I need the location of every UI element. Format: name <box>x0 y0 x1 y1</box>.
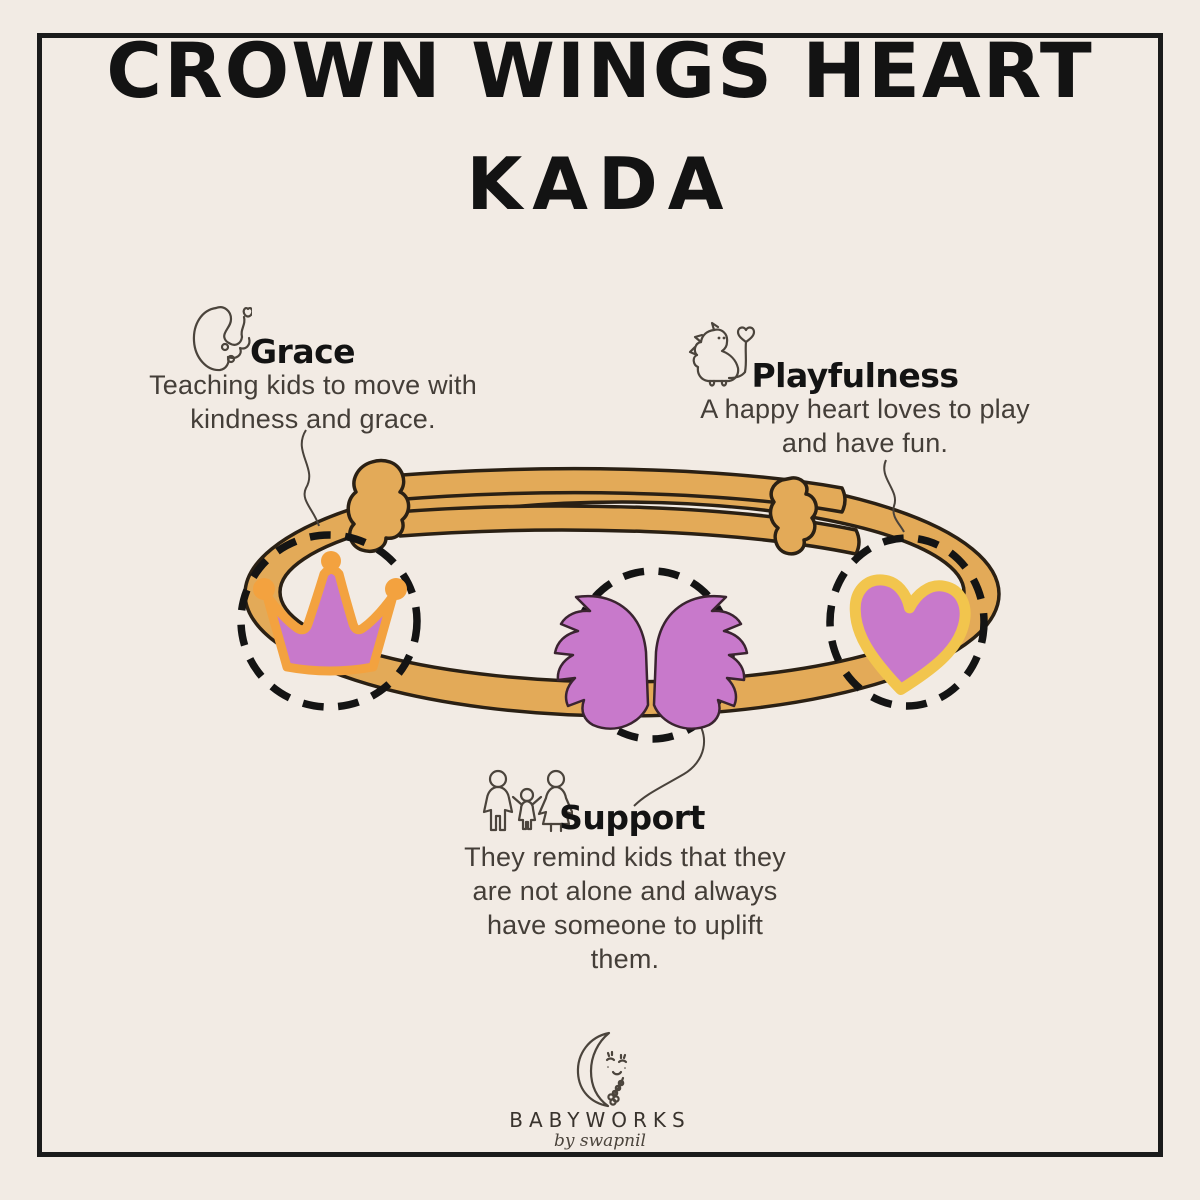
band-knot-right <box>768 476 818 556</box>
wings-charm <box>553 594 749 730</box>
grace-body: Teaching kids to move with kindness and … <box>149 370 477 435</box>
brand-name: BABYWORKS <box>509 1108 691 1132</box>
connector-support <box>633 715 705 807</box>
page-title: CROWN WINGS HEART <box>106 26 1094 115</box>
heart-charm <box>849 574 971 696</box>
band-knot-left <box>346 458 411 553</box>
dashed-circle-heart <box>826 534 988 710</box>
support-body: They remind kids that they are not alone… <box>464 842 786 975</box>
connector-grace <box>300 429 320 527</box>
page-subtitle: KADA <box>466 142 734 226</box>
playfulness-heading: Playfulness <box>751 356 959 395</box>
moon-baby-icon <box>576 1031 628 1108</box>
support-heading: Support <box>559 798 705 837</box>
dinosaur-icon <box>688 321 756 387</box>
connector-playfulness <box>883 459 905 533</box>
crown-charm <box>253 551 407 676</box>
fetus-icon <box>192 306 252 372</box>
family-icon <box>482 769 573 833</box>
brand-byline: by swapnil <box>553 1131 646 1151</box>
grace-heading: Grace <box>249 332 356 371</box>
playfulness-body: A happy heart loves to play and have fun… <box>700 394 1030 459</box>
dashed-circle-crown <box>237 531 421 711</box>
